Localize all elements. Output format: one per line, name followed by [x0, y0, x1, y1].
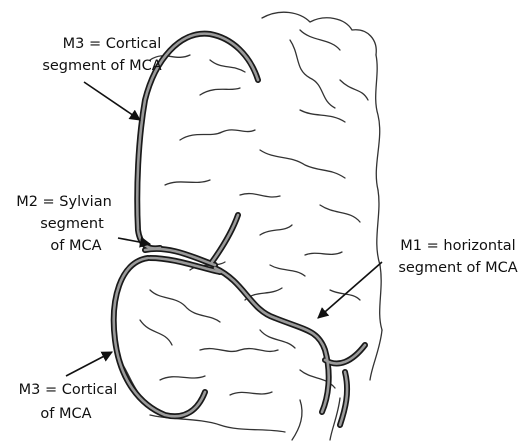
arrow-m3-top — [84, 82, 140, 120]
label-m3-top-line1: M3 = Cortical — [63, 36, 162, 52]
label-m3-bottom: M3 = Cortical of MCA — [19, 382, 118, 422]
label-m2: M2 = Sylvian segment of MCA — [16, 194, 112, 254]
label-m3-bottom-line2: of MCA — [40, 406, 91, 422]
arrow-m2 — [118, 238, 150, 244]
label-m1-line2: segment of MCA — [398, 260, 517, 276]
mca-vessels — [114, 34, 365, 425]
arrow-m1 — [318, 262, 382, 318]
vessel-lumen — [114, 34, 365, 425]
arrow-m3-bottom — [66, 352, 112, 376]
label-m1: M1 = horizontal segment of MCA — [398, 238, 517, 276]
label-m3-bottom-line1: M3 = Cortical — [19, 382, 118, 398]
label-m3-top-line2: segment of MCA — [42, 58, 161, 74]
label-m3-top: M3 = Cortical segment of MCA — [42, 36, 161, 74]
label-m2-line3: of MCA — [50, 238, 101, 254]
label-m2-line2: segment — [40, 216, 104, 232]
brain-outline — [120, 12, 382, 440]
label-m1-line1: M1 = horizontal — [400, 238, 515, 254]
label-m2-line1: M2 = Sylvian — [16, 194, 112, 210]
